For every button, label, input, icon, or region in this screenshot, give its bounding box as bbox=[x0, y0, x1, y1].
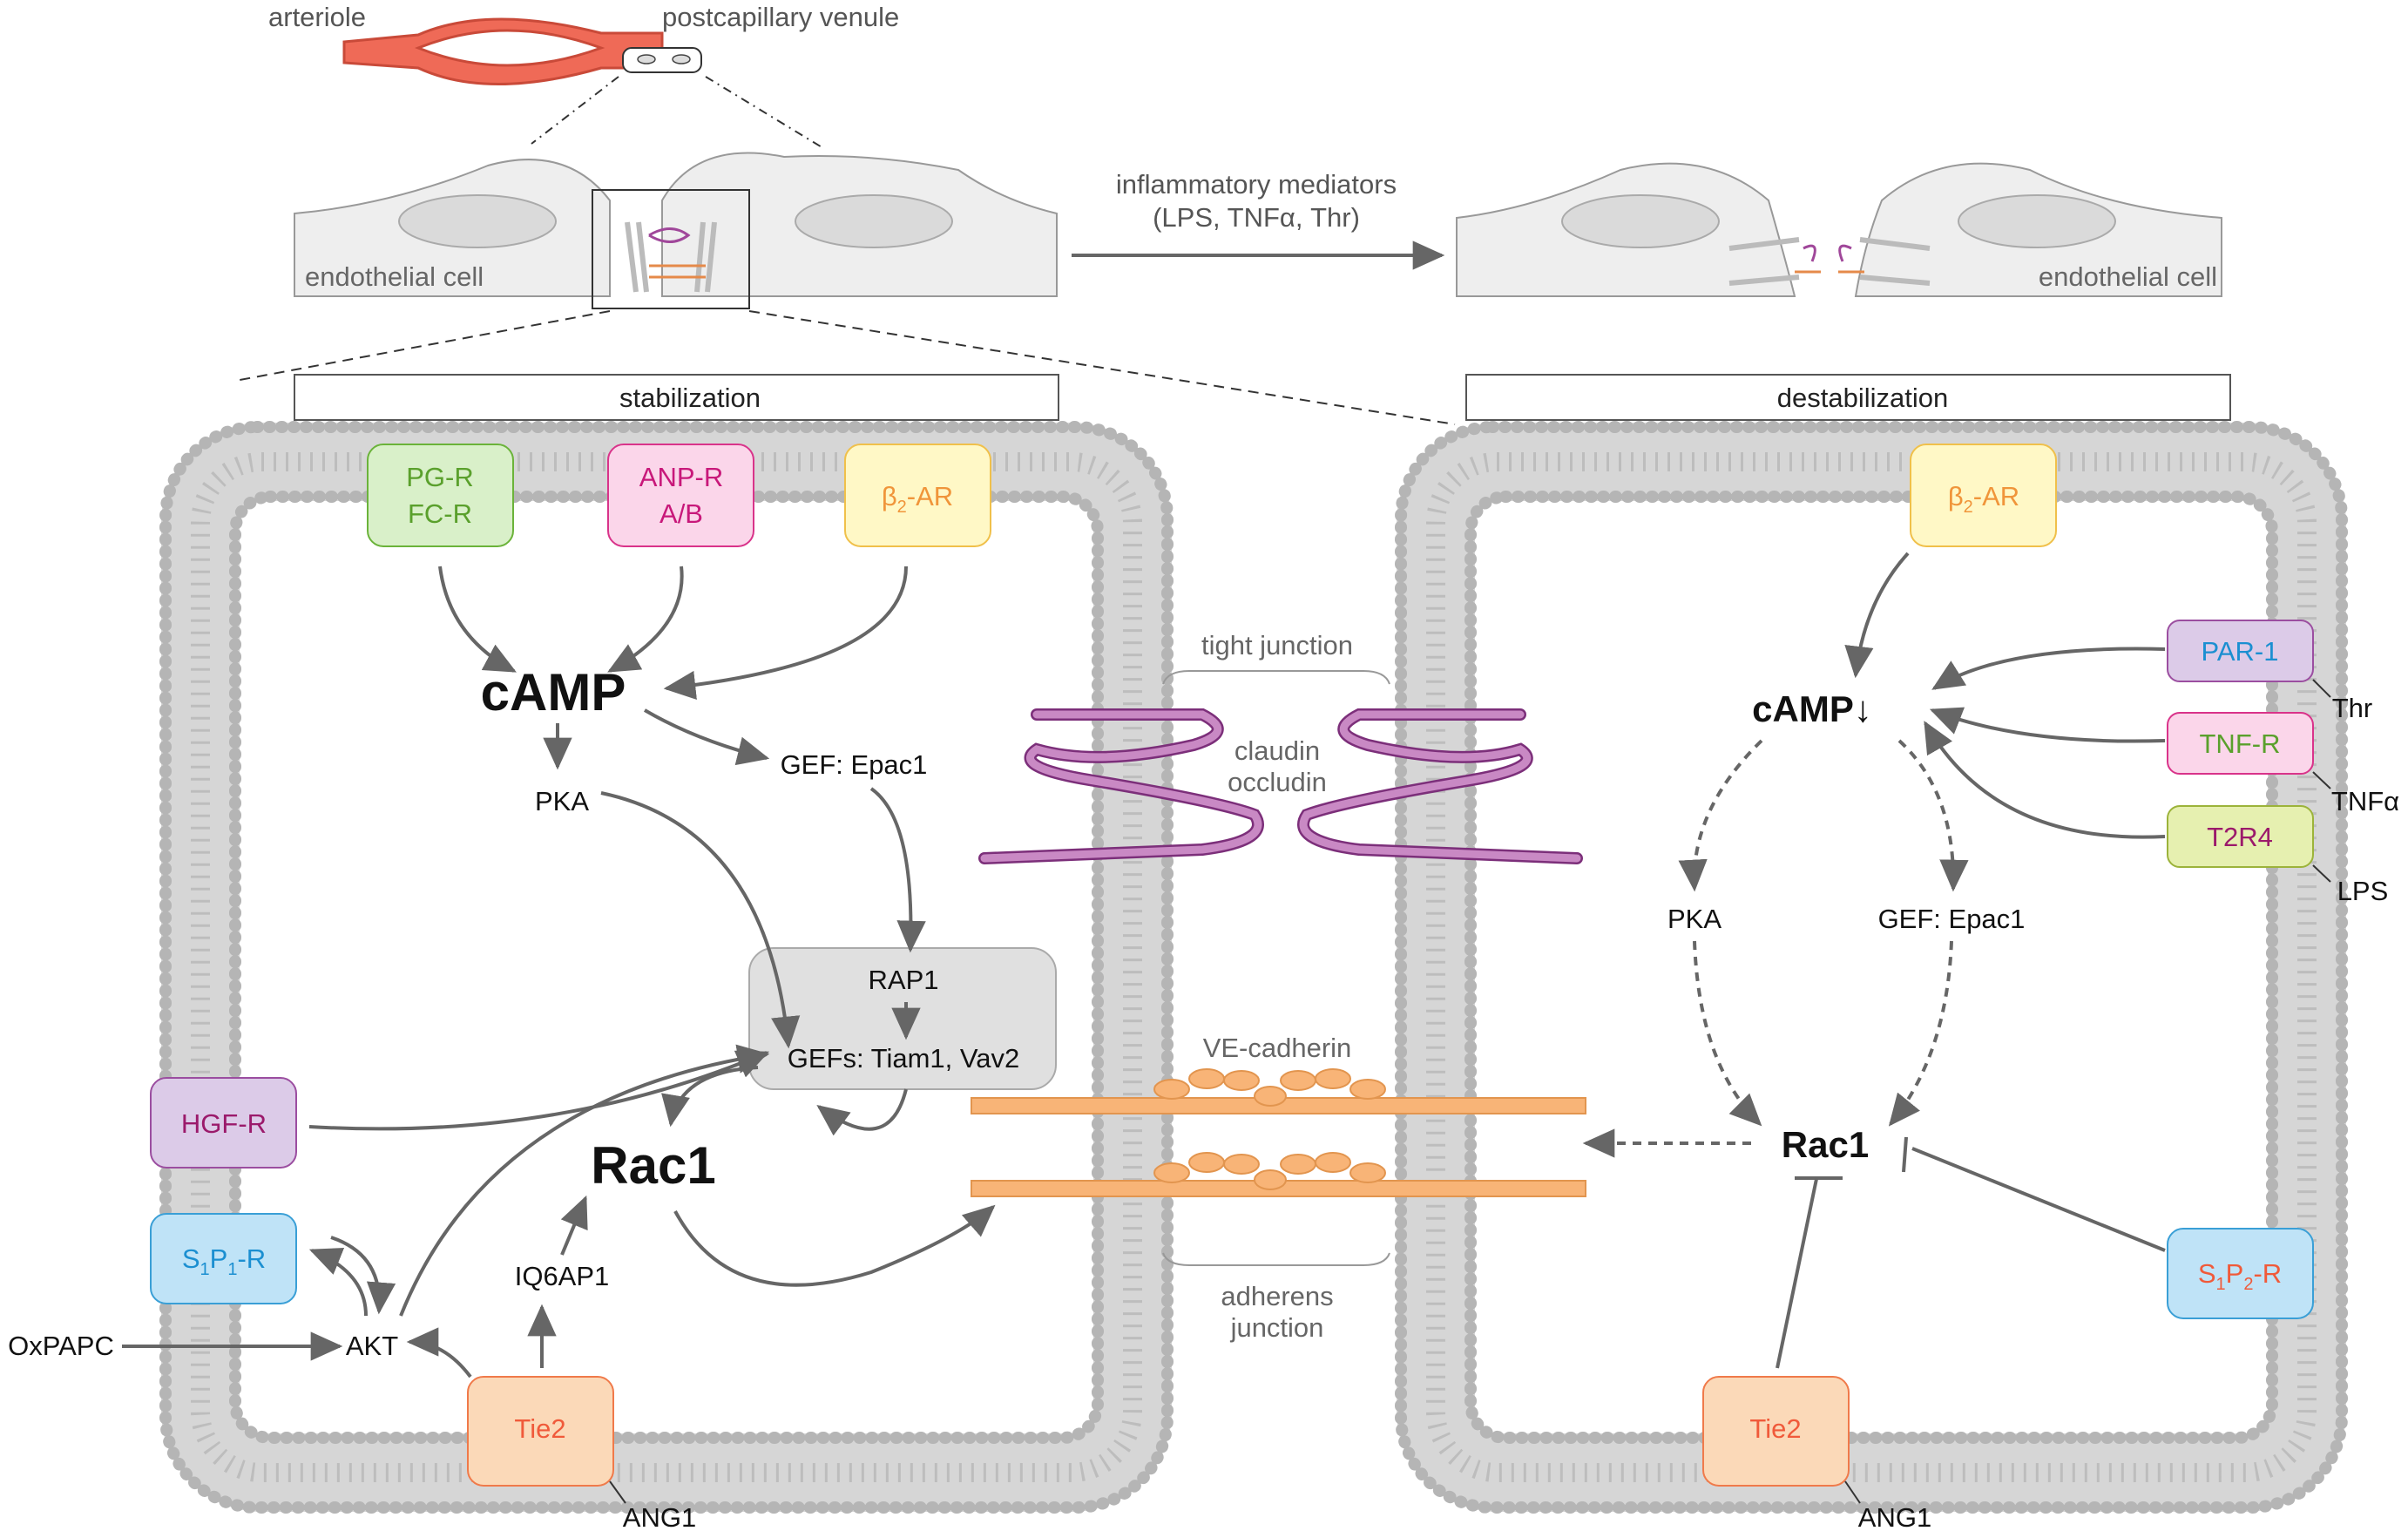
adherens-label: adherens bbox=[1221, 1281, 1333, 1311]
occludin-label: occludin bbox=[1228, 767, 1327, 797]
ang1-right-line bbox=[1844, 1480, 1861, 1504]
vessel-illustration bbox=[342, 17, 824, 149]
receptor-b2ar-left bbox=[844, 444, 991, 547]
destabilization-label: destabilization bbox=[1777, 383, 1948, 413]
destabilization-panel-label-box bbox=[1465, 374, 2231, 421]
receptor-tie2-left bbox=[467, 1376, 614, 1487]
tight-junction-label: tight junction bbox=[1201, 630, 1353, 660]
b2ar-left-label: β2-AR bbox=[882, 481, 953, 517]
thr-label: Thr bbox=[2332, 693, 2373, 723]
anp-ab-label: A/B bbox=[659, 498, 703, 529]
fc-r-label: FC-R bbox=[408, 498, 472, 529]
adherens-junction-bracket bbox=[1162, 1252, 1390, 1266]
tnfa-label: TNFα bbox=[2331, 786, 2399, 816]
claudin-label: claudin bbox=[1234, 735, 1320, 766]
gef-epac-left-label: GEF: Epac1 bbox=[781, 749, 928, 780]
receptor-t2r4 bbox=[2167, 805, 2314, 868]
camp-left-label: cAMP bbox=[481, 663, 626, 721]
tie2-right-label: Tie2 bbox=[1749, 1413, 1801, 1444]
mediators-label-line1: inflammatory mediators bbox=[1116, 169, 1397, 200]
tnfa-line bbox=[2312, 771, 2331, 789]
hgf-r-label: HGF-R bbox=[181, 1108, 267, 1139]
mediators-label-line2: (LPS, TNFα, Thr) bbox=[1153, 202, 1360, 233]
b2ar-right-label: β2-AR bbox=[1948, 481, 2019, 517]
pka-right-label: PKA bbox=[1667, 904, 1721, 934]
rac1-right-label: Rac1 bbox=[1782, 1124, 1869, 1165]
receptor-s1p2 bbox=[2167, 1228, 2314, 1319]
receptor-b2ar-right bbox=[1910, 444, 2057, 547]
receptor-anp bbox=[607, 444, 754, 547]
receptor-tnf bbox=[2167, 712, 2314, 775]
lps-line bbox=[2312, 864, 2331, 883]
endothelial-cells-after bbox=[1456, 162, 2222, 297]
ang1-right-label: ANG1 bbox=[1858, 1502, 1931, 1531]
receptor-s1p1 bbox=[150, 1213, 297, 1304]
tight-junction-bracket bbox=[1162, 670, 1390, 685]
gefs-tiam-vav-label: GEFs: Tiam1, Vav2 bbox=[788, 1043, 1019, 1074]
right-signaling-arrows bbox=[1582, 552, 2166, 1369]
s1p2-r-label: S1P2-R bbox=[2198, 1258, 2282, 1294]
receptor-par1 bbox=[2167, 620, 2314, 682]
akt-label: AKT bbox=[346, 1331, 398, 1361]
ve-cadherin-label: VE-cadherin bbox=[1203, 1033, 1352, 1063]
receptor-tie2-right bbox=[1702, 1376, 1850, 1487]
endothelial-cell-label-right: endothelial cell bbox=[2039, 261, 2217, 292]
iq6ap1-label: IQ6AP1 bbox=[515, 1261, 610, 1291]
claudin-occludin-strands bbox=[978, 708, 1583, 864]
arteriole-label: arteriole bbox=[268, 2, 366, 32]
receptor-pg-fc bbox=[367, 444, 514, 547]
ve-cadherin-strands bbox=[971, 1068, 1586, 1197]
receptor-hgf bbox=[150, 1077, 297, 1169]
endothelial-cell-label-left: endothelial cell bbox=[305, 261, 484, 292]
gef-epac-right-label: GEF: Epac1 bbox=[1878, 904, 2026, 934]
venule-label: postcapillary venule bbox=[662, 2, 899, 32]
left-signaling-arrows bbox=[122, 566, 996, 1379]
ang1-left-label: ANG1 bbox=[623, 1502, 696, 1531]
tnf-r-label: TNF-R bbox=[2200, 728, 2281, 759]
par-1-label: PAR-1 bbox=[2201, 636, 2278, 667]
s1p1-r-label: S1P1-R bbox=[182, 1243, 266, 1279]
rac1-left-label: Rac1 bbox=[591, 1136, 715, 1195]
oxpapc-label: OxPAPC bbox=[8, 1331, 114, 1361]
endothelial-cells-before bbox=[234, 152, 1456, 425]
lps-label: LPS bbox=[2337, 876, 2389, 906]
t2r4-label: T2R4 bbox=[2207, 822, 2273, 852]
tie2-left-label: Tie2 bbox=[514, 1413, 565, 1444]
cell-membrane-right bbox=[1395, 421, 2348, 1514]
pg-r-label: PG-R bbox=[406, 462, 474, 492]
ang1-left-line bbox=[609, 1480, 626, 1504]
thr-line bbox=[2312, 679, 2331, 698]
rap1-label: RAP1 bbox=[869, 965, 939, 995]
junction-label: junction bbox=[1230, 1312, 1324, 1343]
pka-left-label: PKA bbox=[535, 786, 589, 816]
camp-right-label: cAMP↓ bbox=[1752, 688, 1872, 729]
stabilization-label: stabilization bbox=[619, 383, 761, 413]
stabilization-panel-label-box bbox=[294, 374, 1059, 421]
anp-r-label: ANP-R bbox=[639, 462, 723, 492]
